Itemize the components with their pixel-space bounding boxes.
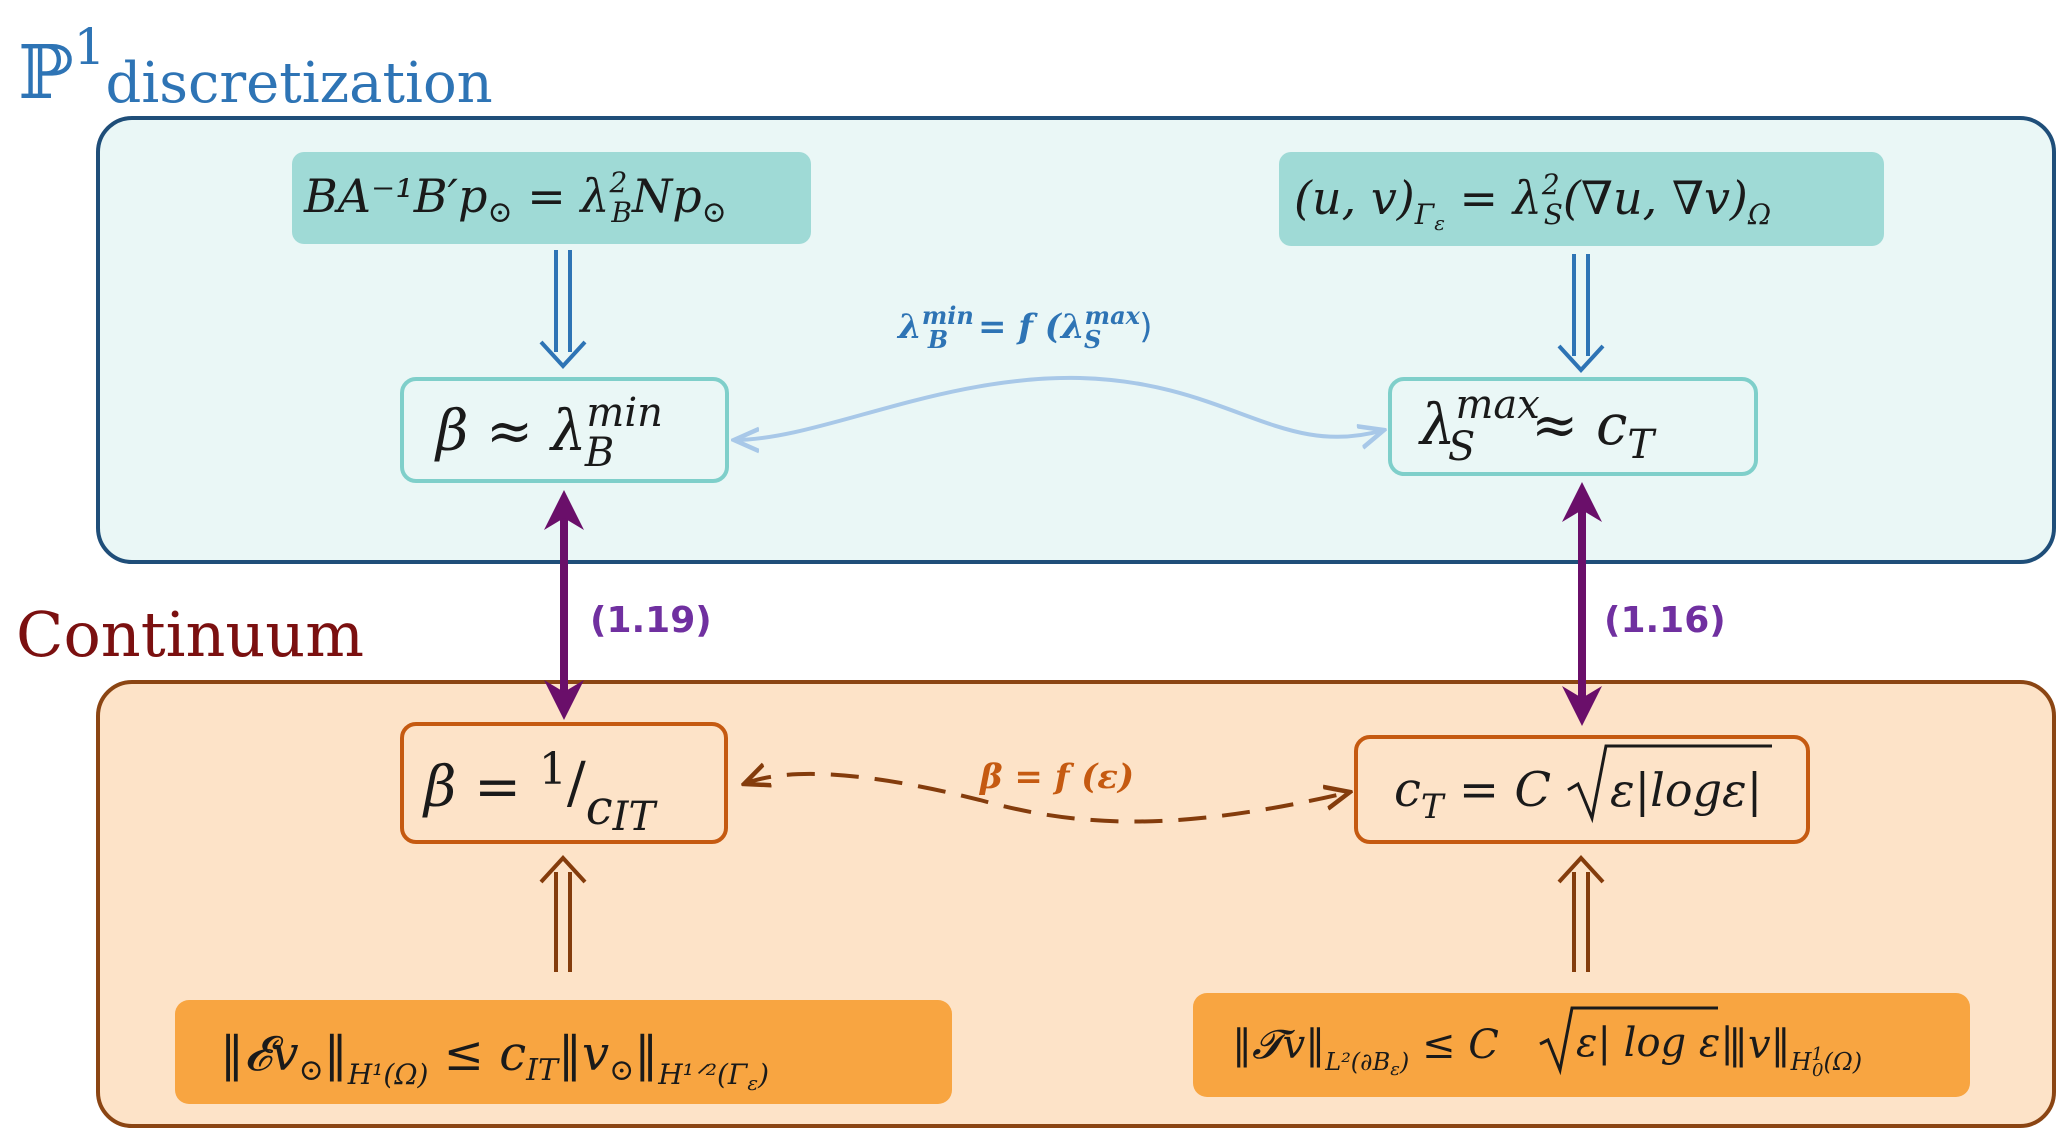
beta-lambda-node (400, 377, 729, 483)
ineq-trace-node (1193, 993, 1970, 1097)
ct-sqrt-sign (1567, 744, 1772, 824)
p-superscript: 1 (74, 18, 106, 76)
ineq-trace-formula: ‖𝓣v‖L²(∂Bε) ≤ C (1232, 1022, 1499, 1080)
ct-formula-text: cT = C (1394, 762, 1551, 827)
ineq-ext-formula: ‖𝓔v⊙‖H¹(Ω) ≤ cIT‖v⊙‖H¹ᐟ²(Γε) (220, 1026, 769, 1095)
eig-b-node (292, 152, 811, 244)
relation-curve-top (734, 375, 1384, 440)
ref-label-right: (1.16) (1604, 600, 1726, 641)
relation-label-bottom: β = f (ε) (978, 757, 1134, 797)
beta-cit-node (400, 722, 728, 844)
trace-sqrt-sign (1539, 1006, 1718, 1076)
discretization-word: discretization (105, 51, 492, 116)
eig-s-node (1279, 152, 1884, 246)
lambda-c-node (1388, 377, 1758, 476)
double-arrow-right-bottom (1557, 855, 1605, 972)
p-symbol: ℙ (18, 30, 74, 116)
double-arrow-left-top (539, 250, 587, 369)
discretization-title: ℙ1discretization (18, 18, 493, 116)
beta-cit-formula: β = 1/cIT (422, 744, 658, 840)
continuum-title: Continuum (16, 598, 364, 671)
ineq-ext-node (175, 1000, 952, 1104)
ref-label-left: (1.19) (590, 600, 712, 641)
double-arrow-right-top (1557, 254, 1605, 373)
trace-sqrt-radicand: ε| log ε| (1576, 1020, 1734, 1066)
ct-sqrt-radicand: ε|logε| (1610, 763, 1762, 817)
double-arrow-left-bottom (539, 855, 587, 972)
ct-formula-node (1354, 735, 1810, 844)
